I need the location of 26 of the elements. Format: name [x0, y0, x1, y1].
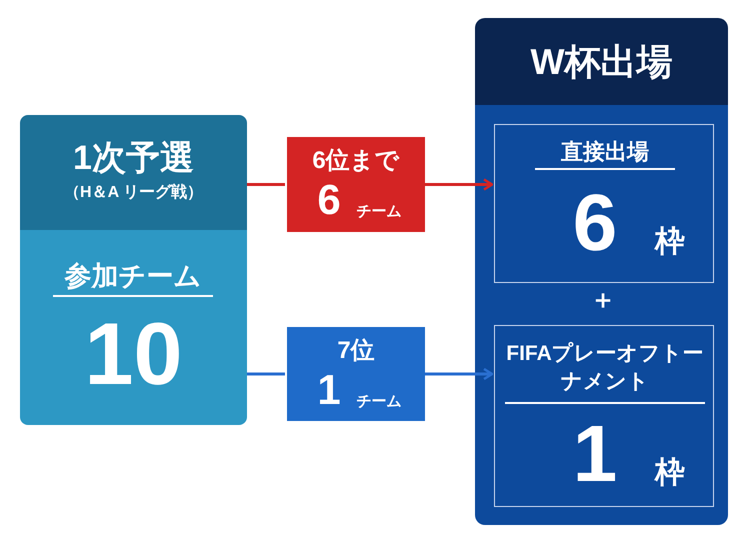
box-heading: 参加チーム [53, 263, 213, 297]
plus-sign: ＋ [589, 286, 617, 312]
big-number: 6 [572, 183, 618, 263]
unit-text: 枠 [653, 227, 686, 257]
qualifier-box [20, 115, 247, 425]
unit-text: チーム [356, 204, 402, 219]
slot-box [494, 325, 714, 507]
slot-box [494, 124, 714, 283]
box-heading: 7位 [336, 339, 376, 363]
arrow [425, 178, 494, 191]
big-number: 1 [572, 414, 618, 494]
big-number: 1 [316, 369, 342, 411]
box-heading: 1次予選 [72, 141, 195, 175]
big-number: 6 [316, 179, 342, 221]
box-heading: FIFAプレーオフトーナメント [505, 340, 705, 404]
box-heading: 6位まで [311, 149, 401, 173]
world-cup-panel [475, 18, 728, 525]
big-number: 10 [84, 310, 184, 398]
panel-heading: W杯出場 [530, 44, 674, 80]
result-box [287, 327, 425, 421]
box-subheading: （H＆A リーグ戦） [63, 185, 204, 201]
arrow [425, 368, 494, 380]
result-box [287, 137, 425, 232]
box-heading: 直接出場 [535, 141, 675, 170]
unit-text: 枠 [653, 458, 686, 488]
unit-text: チーム [356, 394, 402, 409]
